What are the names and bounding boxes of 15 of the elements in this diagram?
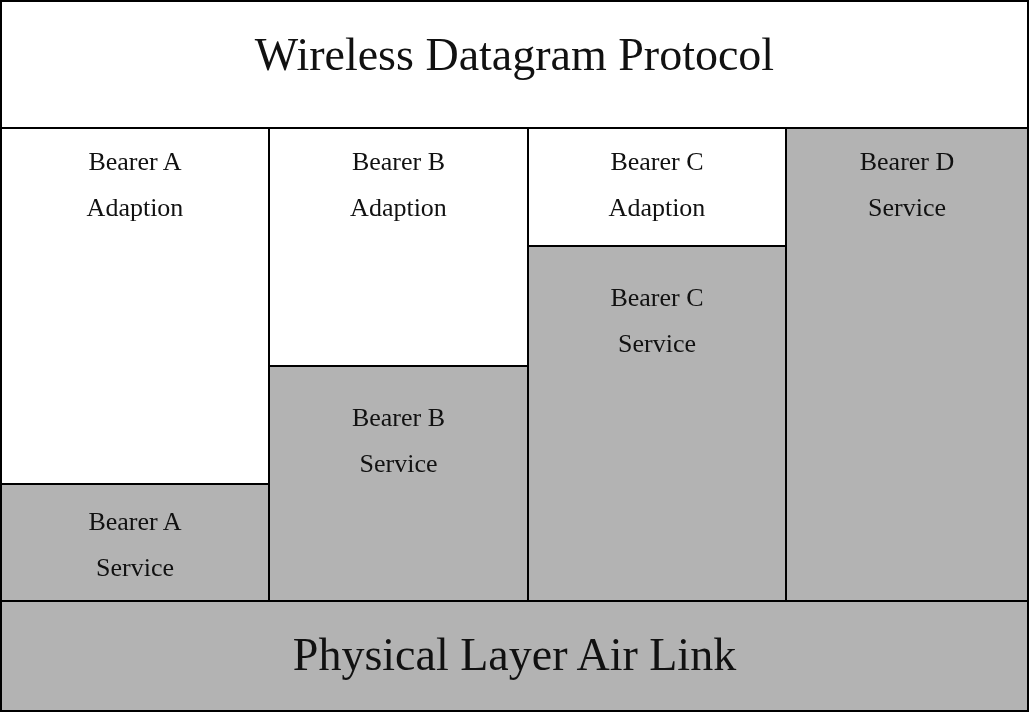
layer-title: Wireless Datagram Protocol [254, 28, 775, 81]
layer-label: Bearer B Service [350, 402, 447, 480]
layer-box [0, 0, 1029, 129]
service-box [268, 365, 529, 602]
layer-label: Bearer C Adaption [607, 146, 707, 224]
layer-label: Bearer B Adaption [349, 146, 448, 224]
layer-label: Bearer C Service [609, 282, 705, 360]
service-box [0, 483, 270, 602]
layer-label: Bearer A Service [87, 506, 183, 584]
service-box [785, 127, 1029, 602]
layer-label: Bearer A Adaption [85, 146, 185, 224]
layer-label: Bearer D Service [858, 146, 956, 224]
layer-title: Physical Layer Air Link [292, 628, 737, 681]
service-box [527, 245, 787, 602]
service-box [0, 600, 1029, 712]
